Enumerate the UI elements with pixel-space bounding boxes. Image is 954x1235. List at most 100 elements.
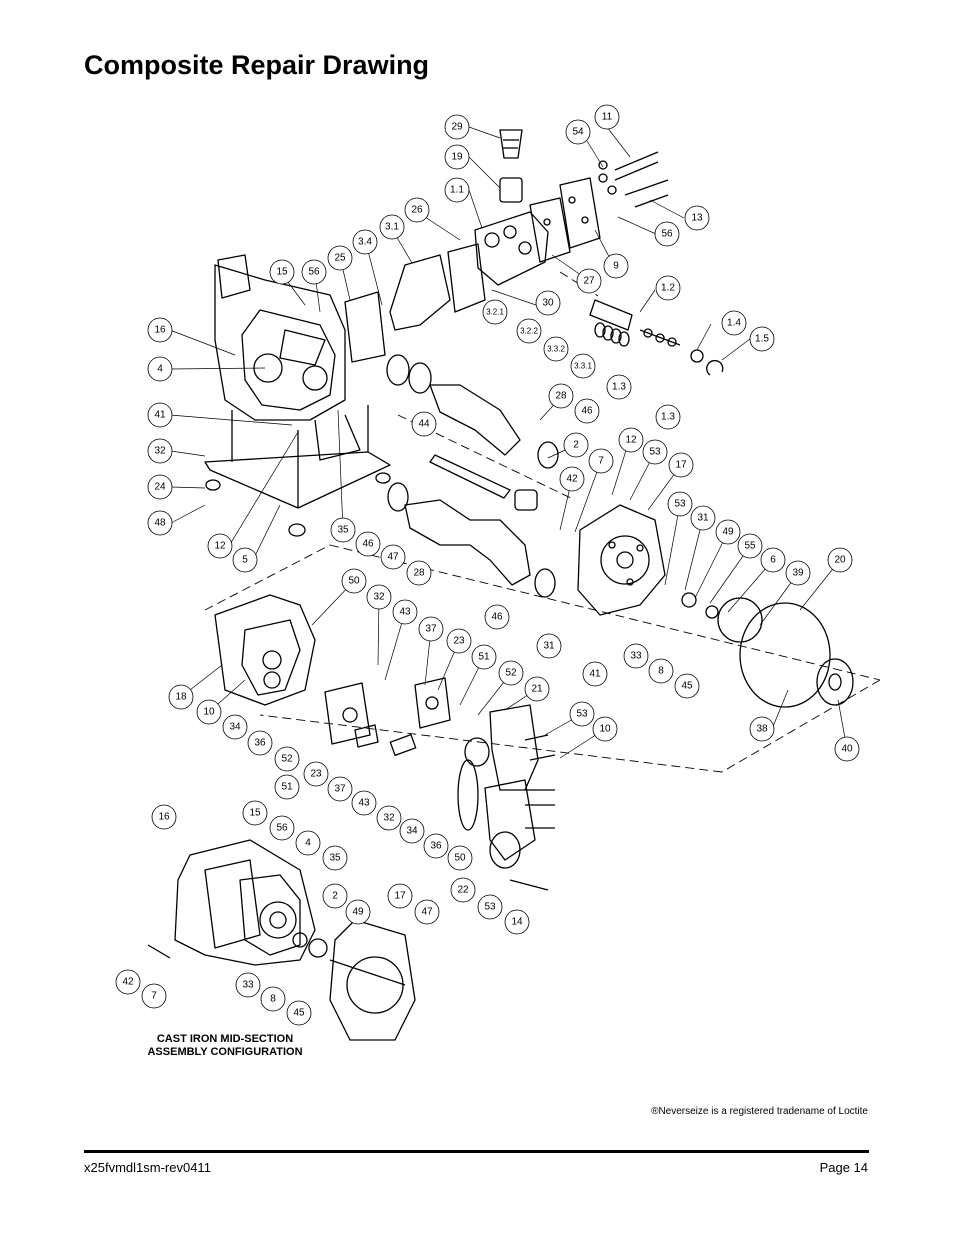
svg-text:12: 12 [214,541,226,552]
svg-text:53: 53 [576,709,588,720]
part-callout: 13 [684,205,710,231]
svg-text:34: 34 [406,826,418,837]
part-callout: 15 [269,259,295,285]
svg-text:35: 35 [329,853,341,864]
part-callout: 24 [147,474,173,500]
gasket-parts [344,243,486,363]
part-callout: 19 [444,144,470,170]
svg-text:53: 53 [484,902,496,913]
part-callout: 1.1 [444,177,470,203]
svg-text:8: 8 [270,994,276,1005]
part-callout: 23 [446,628,472,654]
svg-text:3.3.1: 3.3.1 [574,362,592,371]
part-callout: 56 [301,259,327,285]
svg-text:23: 23 [310,769,322,780]
part-callout: 39 [785,560,811,586]
part-callout: 46 [484,604,510,630]
part-callout: 3.3.1 [570,353,596,379]
long-bolts-part [598,151,669,208]
part-callout: 44 [411,411,437,437]
part-callout: 3.1 [379,214,405,240]
svg-text:37: 37 [425,624,437,635]
cast-iron-mid-section-part [174,839,328,966]
part-callouts: 29 19 1.1 11 54 13 56 9 27 26 3.1 3.4 25… [115,104,860,1026]
part-callout: 51 [471,644,497,670]
part-callout: 56 [269,815,295,841]
part-callout: 48 [147,510,173,536]
svg-text:22: 22 [457,885,469,896]
part-callout: 12 [207,533,233,559]
part-callout: 43 [351,790,377,816]
svg-text:2: 2 [332,891,338,902]
part-callout: 54 [565,119,591,145]
part-callout: 18 [168,684,194,710]
svg-text:55: 55 [744,541,756,552]
part-callout: 2 [563,432,589,458]
svg-text:53: 53 [649,447,661,458]
part-callout: 1.3 [655,404,681,430]
part-callout: 1.4 [721,310,747,336]
part-callout: 7 [588,448,614,474]
part-callout: 1.3 [606,374,632,400]
part-callout: 41 [582,661,608,687]
part-callout: 43 [392,599,418,625]
part-callout: 53 [569,701,595,727]
part-callout: 1.5 [749,326,775,352]
svg-text:45: 45 [681,681,693,692]
svg-text:5: 5 [242,555,248,566]
part-callout: 30 [535,290,561,316]
center-body-part [214,254,346,421]
svg-text:27: 27 [583,276,595,287]
svg-text:18: 18 [175,692,187,703]
part-callout: 35 [322,845,348,871]
svg-text:17: 17 [675,460,687,471]
svg-text:28: 28 [555,391,567,402]
svg-text:43: 43 [399,607,411,618]
part-callout: 15 [242,800,268,826]
part-callout: 5 [232,547,258,573]
part-callout: 36 [247,730,273,756]
part-callout: 33 [235,972,261,998]
end-cap-parts [529,177,601,263]
part-callout: 26 [404,197,430,223]
part-callout: 12 [618,427,644,453]
part-callout: 16 [147,317,173,343]
part-callout: 34 [222,714,248,740]
caption-line-2: ASSEMBLY CONFIGURATION [147,1046,303,1058]
svg-text:30: 30 [542,298,554,309]
svg-text:54: 54 [572,127,584,138]
part-callout: 22 [450,877,476,903]
svg-text:47: 47 [421,907,433,918]
part-callout: 21 [524,676,550,702]
manifold-pipe-part [387,482,556,598]
part-callout: 25 [327,245,353,271]
part-callout: 10 [592,716,618,742]
part-callout: 20 [827,547,853,573]
part-callout: 8 [260,986,286,1012]
part-callout: 33 [623,643,649,669]
part-callout: 47 [414,899,440,925]
svg-text:46: 46 [581,406,593,417]
svg-text:51: 51 [281,782,293,793]
svg-text:17: 17 [394,891,406,902]
part-callout: 32 [376,805,402,831]
svg-text:2: 2 [573,440,579,451]
part-callout: 53 [667,491,693,517]
part-callout: 49 [345,899,371,925]
part-callout: 3.2.1 [482,299,508,325]
discharge-elbow-part [457,704,539,869]
part-callout: 17 [387,883,413,909]
svg-text:50: 50 [454,853,466,864]
part-callout: 36 [423,833,449,859]
liquid-chamber-part [577,504,666,616]
plate-parts [324,677,451,756]
part-callout: 17 [668,452,694,478]
svg-text:32: 32 [383,813,395,824]
part-callout: 50 [447,845,473,871]
svg-text:48: 48 [154,518,166,529]
svg-text:25: 25 [334,253,346,264]
part-callout: 40 [834,736,860,762]
part-callout: 51 [274,774,300,800]
part-callout: 10 [196,699,222,725]
